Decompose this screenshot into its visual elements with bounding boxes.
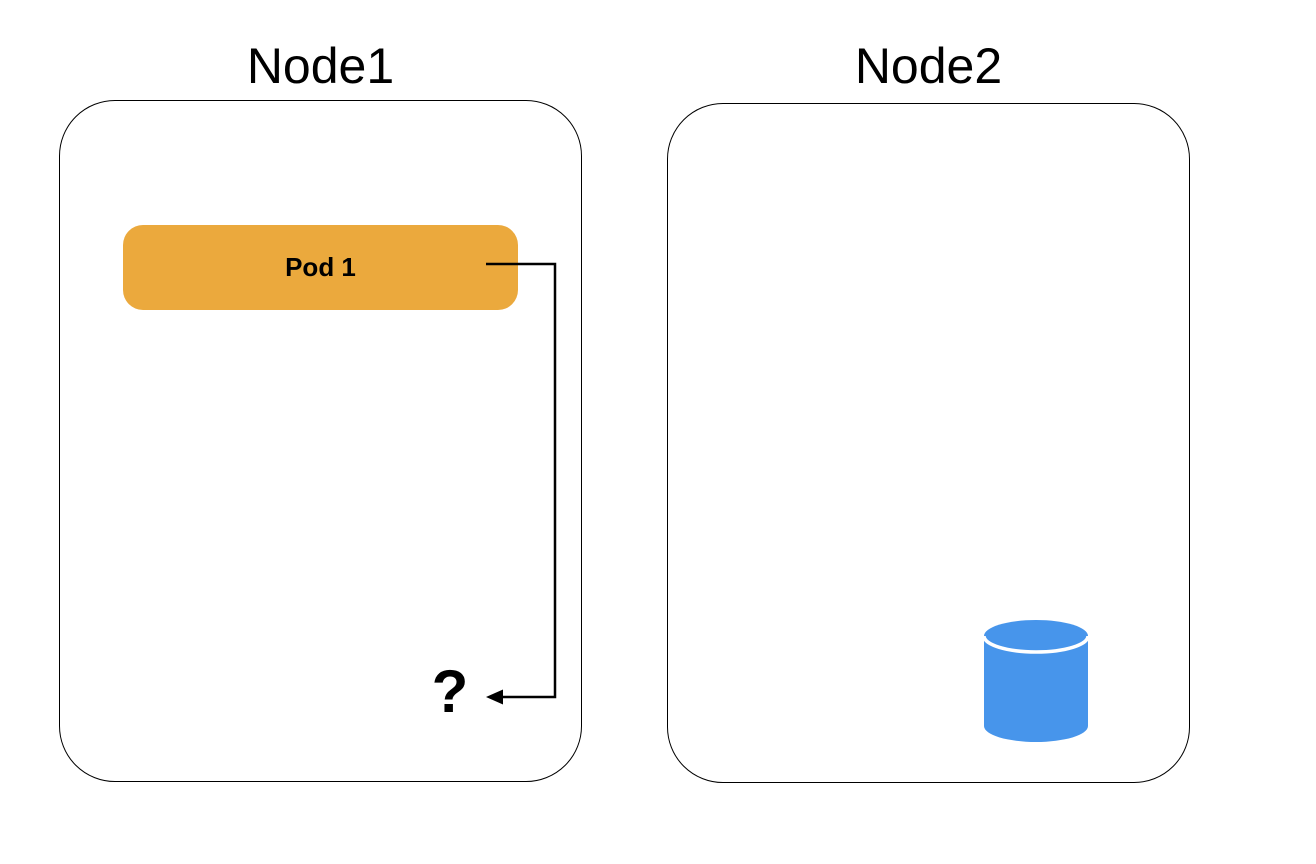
node2-title: Node2 — [854, 38, 1003, 94]
volume-cylinder-icon — [983, 620, 1089, 742]
node1-title: Node1 — [246, 38, 395, 94]
cylinder-top — [984, 620, 1088, 652]
pod-1-box: Pod 1 — [123, 225, 518, 310]
cylinder-body — [984, 636, 1088, 742]
cylinder-separator — [983, 635, 1089, 654]
node1-boundary — [59, 100, 582, 782]
question-mark-label: ? — [431, 658, 469, 725]
node2-boundary — [667, 103, 1190, 783]
pod-1-label: Pod 1 — [285, 252, 356, 282]
